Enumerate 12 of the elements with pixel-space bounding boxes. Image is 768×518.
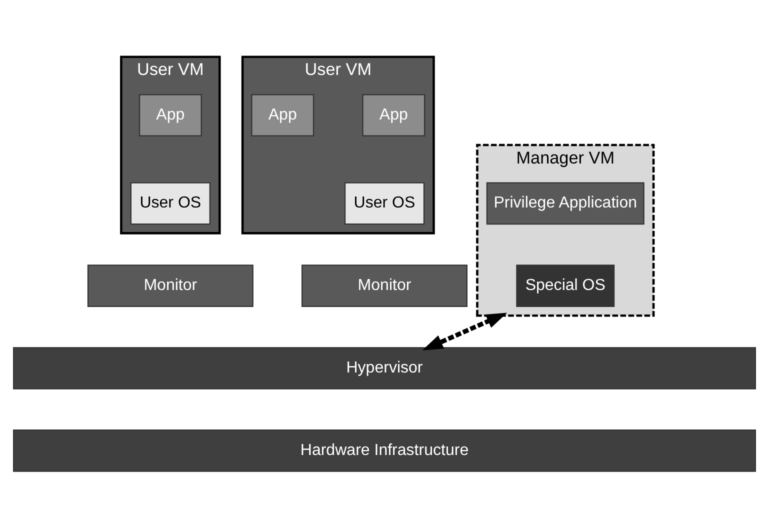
- node-box: App: [138, 94, 202, 136]
- node-box: Monitor: [301, 264, 467, 307]
- node-box: Hypervisor: [12, 346, 756, 389]
- node-box: Hardware Infrastructure: [12, 429, 756, 472]
- node-box: User OS: [344, 182, 424, 224]
- node-box: App: [250, 94, 314, 136]
- node-box: Monitor: [86, 264, 253, 307]
- node-box: App: [362, 94, 425, 136]
- node-box: User OS: [130, 182, 210, 224]
- node-box: Privilege Application: [486, 182, 644, 224]
- arrow: [422, 312, 507, 350]
- node-box: Special OS: [516, 264, 614, 307]
